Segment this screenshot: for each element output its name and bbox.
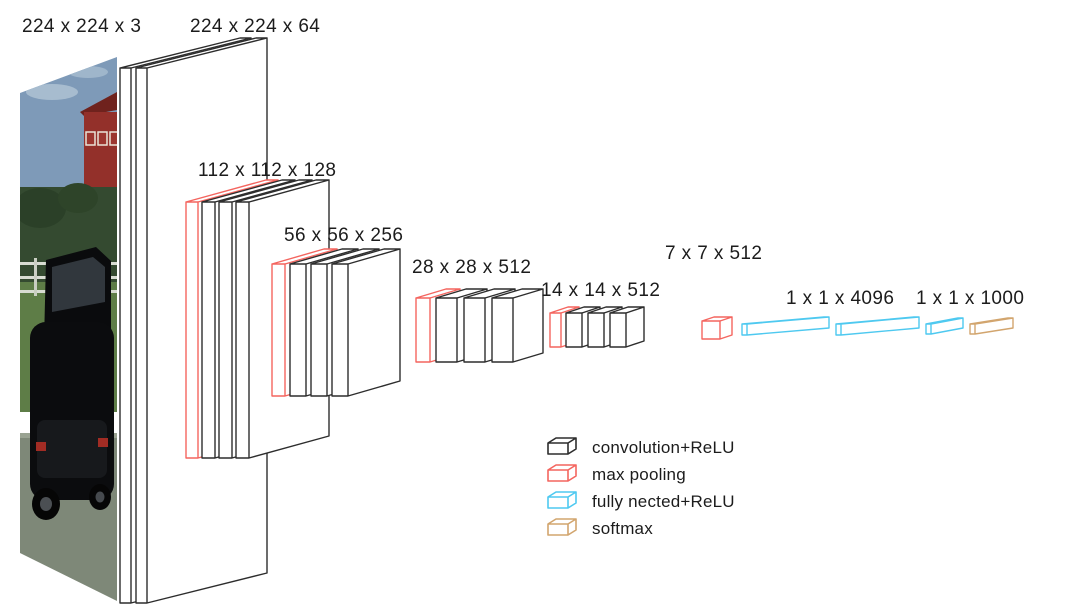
input-image bbox=[20, 57, 117, 601]
photo-tree bbox=[58, 183, 98, 213]
label-input-dims: 224 x 224 x 3 bbox=[22, 16, 141, 37]
car-taillight bbox=[98, 438, 108, 447]
label-block4-dims: 28 x 28 x 512 bbox=[412, 257, 531, 278]
photo-tree bbox=[20, 188, 66, 228]
legend-label-max-pooling: max pooling bbox=[592, 465, 686, 484]
car-wheel-hub bbox=[95, 491, 105, 503]
legend-item-fully-connected: fully nected+ReLU bbox=[547, 491, 735, 511]
label-block3-dims: 56 x 56 x 256 bbox=[284, 225, 403, 246]
label-fc-dims: 1 x 1 x 4096 bbox=[786, 288, 894, 309]
label-block2-dims: 112 x 112 x 128 bbox=[198, 160, 336, 181]
conv-slab bbox=[331, 248, 401, 397]
car-window bbox=[52, 257, 105, 312]
fc-box bbox=[835, 316, 920, 336]
legend-label-convolution: convolution+ReLU bbox=[592, 438, 735, 457]
label-output-dims: 1 x 1 x 1000 bbox=[916, 288, 1024, 309]
softmax-box bbox=[969, 317, 1014, 335]
car-wheel-hub bbox=[40, 497, 52, 511]
pool-conv-stack-14 bbox=[549, 306, 645, 348]
car-trunk bbox=[37, 420, 107, 478]
fc-box bbox=[741, 316, 830, 336]
photo-cloud bbox=[68, 66, 108, 78]
legend-item-softmax: softmax bbox=[547, 518, 653, 538]
label-pool5-dims: 7 x 7 x 512 bbox=[665, 243, 762, 264]
car-taillight bbox=[36, 442, 46, 451]
label-block5-dims: 14 x 14 x 512 bbox=[541, 280, 660, 301]
legend: convolution+ReLU max pooling fully necte… bbox=[547, 437, 735, 538]
pool-conv-stack-56 bbox=[271, 248, 401, 397]
maxpool-slab bbox=[701, 316, 733, 340]
barn-window bbox=[109, 131, 117, 146]
conv-slab bbox=[609, 306, 645, 348]
softmax-box-icon bbox=[547, 518, 577, 536]
legend-label-softmax: softmax bbox=[592, 519, 653, 538]
fully-connected-box-icon bbox=[547, 491, 577, 509]
max-pooling-box-icon bbox=[547, 464, 577, 482]
conv-slab bbox=[491, 288, 544, 363]
legend-label-fully-connected: fully nected+ReLU bbox=[592, 492, 735, 511]
label-block1-dims: 224 x 224 x 64 bbox=[190, 16, 320, 37]
pool-conv-stack-28 bbox=[415, 288, 544, 363]
fence-post bbox=[34, 258, 37, 296]
legend-item-convolution: convolution+ReLU bbox=[547, 437, 735, 457]
photo-cloud bbox=[26, 84, 78, 100]
convolution-box-icon bbox=[547, 437, 577, 455]
barn-window bbox=[97, 131, 108, 146]
fc-box bbox=[925, 317, 964, 335]
barn-roof bbox=[80, 92, 117, 116]
legend-item-max-pooling: max pooling bbox=[547, 464, 686, 484]
car bbox=[30, 247, 114, 520]
barn-window bbox=[85, 131, 96, 146]
